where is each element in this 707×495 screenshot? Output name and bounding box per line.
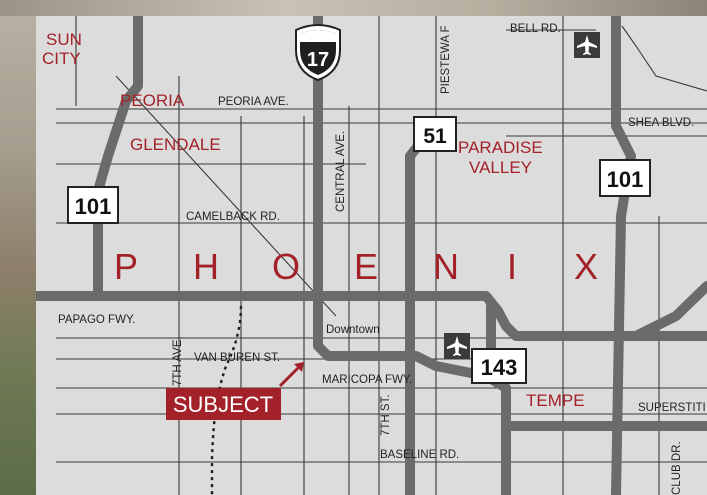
street-bell-rd: BELL RD. [510,23,561,35]
street-camelback-rd: CAMELBACK RD. [186,211,280,223]
place-paradise-valley: PARADISE [458,138,543,157]
subject-label-box [166,388,281,420]
subject-marker: SUBJECT [166,362,304,420]
street-papago-fwy: PAPAGO FWY. [58,314,135,326]
place-labels: SUN CITY PEORIA GLENDALE PARADISE VALLEY… [42,30,585,410]
road-northeast [621,25,707,92]
location-map: 17 51 101 101 143 [36,16,707,495]
airplane-icon [444,333,470,359]
street-shea-blvd: SHEA BLVD. [628,117,694,129]
city-letter: X [574,246,598,287]
street-van-buren-st: VAN BUREN ST. [194,352,280,364]
city-letter: P [114,246,138,287]
interstate-shield-icon: 17 [295,24,341,82]
state-route-shield-icon: 143 [471,348,527,384]
city-name-phoenix: P H O E N I X [114,246,598,287]
highway-i17-maricopa [313,16,511,495]
street-labels: BELL RD. PEORIA AVE. SHEA BLVD. CAMELBAC… [58,23,706,495]
background-photo-left [0,0,36,495]
street-7th-st: 7TH ST. [380,394,392,436]
subject-arrow-head [294,362,304,372]
place-tempe: TEMPE [526,391,585,410]
street-maricopa-fwy: MARICOPA FWY. [322,374,412,386]
shield-label-sr143: 143 [481,355,518,380]
state-route-shield-icon: 51 [413,116,457,152]
city-letter: I [507,246,517,287]
highway-loop-101-east [611,16,636,495]
place-glendale: GLENDALE [130,135,221,154]
background-photo-top [0,0,707,16]
street-7th-ave: 7TH AVE. [172,336,184,386]
place-sun-city: SUN [46,30,82,49]
state-route-shield-icon: 101 [599,159,651,197]
street-central-ave: CENTRAL AVE. [335,131,347,212]
shield-label-101-west: 101 [75,194,112,219]
street-baseline-rd: BASELINE RD. [380,449,459,461]
street-piestewa: PIESTEWA F [440,25,452,94]
subject-label: SUBJECT [173,392,273,417]
street-peoria-ave: PEORIA AVE. [218,96,289,108]
state-route-shield-icon: 101 [67,186,119,224]
city-letter: E [354,246,378,287]
subject-arrow [278,366,300,388]
city-letter: O [272,246,300,287]
place-paradise-valley: VALLEY [469,158,532,177]
highway-sr51 [405,131,431,495]
city-letter: H [193,246,219,287]
place-peoria: PEORIA [120,91,185,110]
road-grand-ave [115,75,337,317]
place-sun-city: CITY [42,49,81,68]
shield-label-sr51: 51 [423,125,447,148]
map-canvas: 17 51 101 101 143 [36,16,707,495]
rail-line [210,305,243,495]
street-superstition: SUPERSTITI [638,402,706,414]
shield-label-i17: 17 [307,49,329,71]
highway-loop-202-east [631,281,707,341]
shield-label-101-east: 101 [607,167,644,192]
city-letter: N [433,246,459,287]
street-club-dr: CLUB DR. [671,441,683,495]
street-downtown: Downtown [326,324,380,336]
minor-roads [56,16,707,495]
airplane-icon [574,32,600,58]
